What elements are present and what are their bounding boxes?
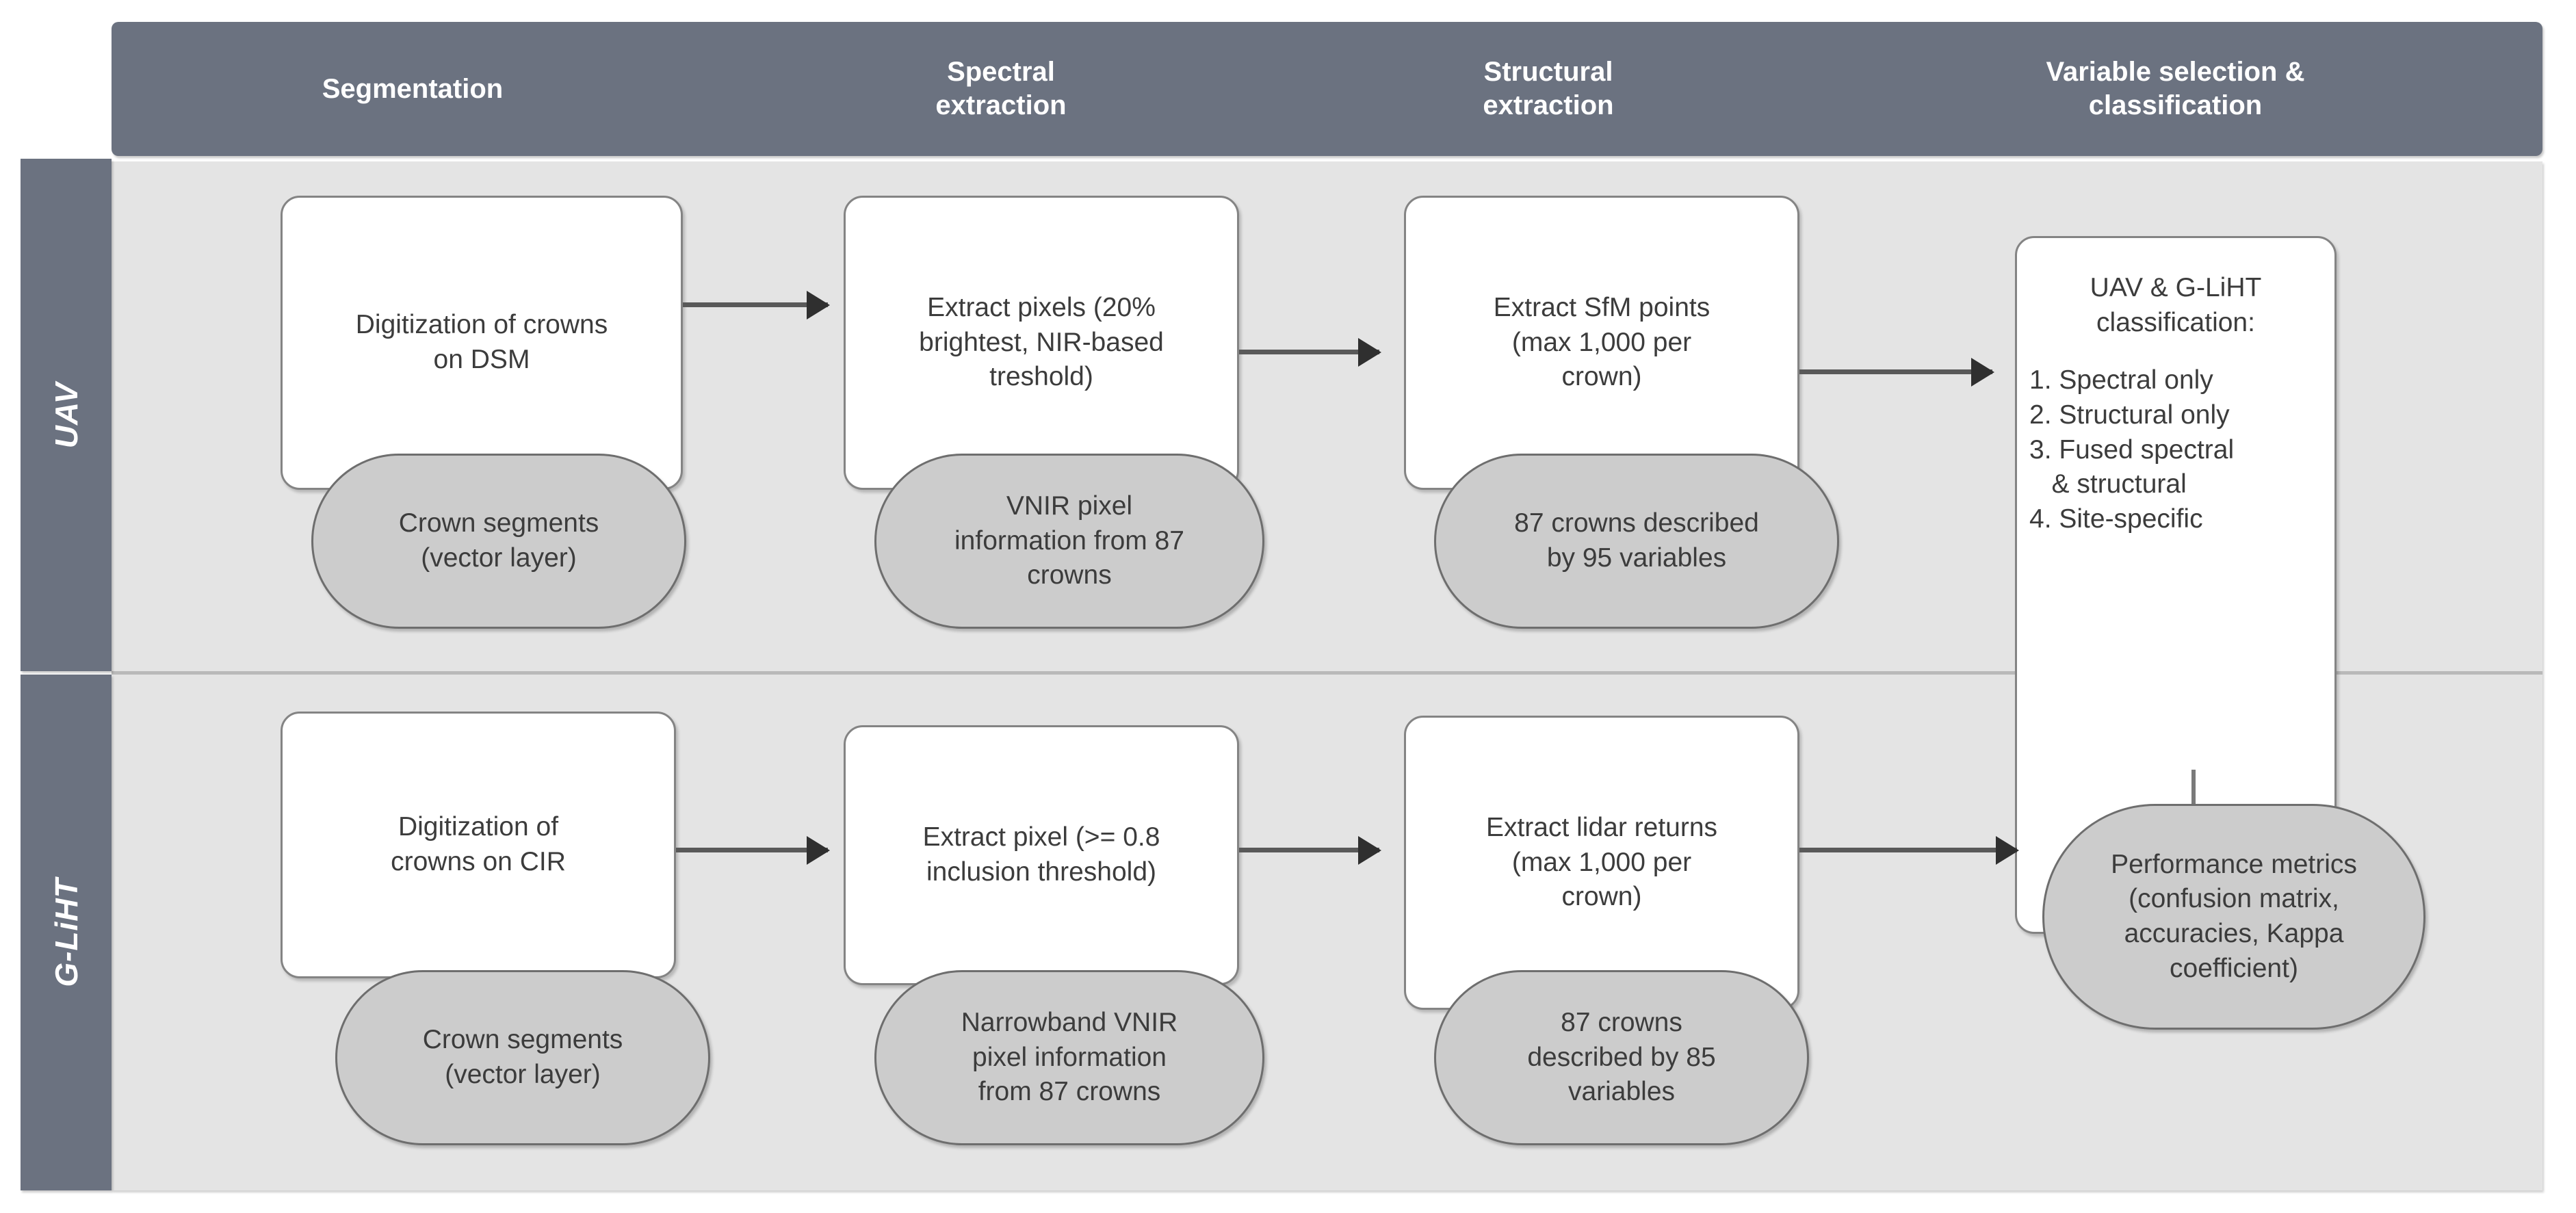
glht-arrow-spectral-to-structural [1239, 835, 1381, 865]
row-label-glht-text: G-LiHT [48, 878, 84, 987]
glht-arrow-segmentation-to-spectral [676, 835, 830, 865]
header-column-variable-selection-classification: Variable selection &classification [2046, 57, 2305, 120]
uav-arrow-spectral-to-structural [1239, 337, 1381, 367]
row-label-glht: G-LiHT [21, 675, 112, 1190]
row-label-uav-text: UAV [48, 382, 84, 448]
classification-output-pill[interactable]: Performance metrics(confusion matrix,acc… [2042, 804, 2425, 1030]
row-divider [112, 671, 2542, 675]
header-column-segmentation: Segmentation [322, 73, 504, 104]
classification-list: 1. Spectral only 2. Structural only 3. F… [2029, 363, 2322, 536]
arrowhead-icon [807, 835, 830, 865]
uav-arrow-structural-to-classification [1799, 357, 1994, 387]
classification-to-performance-connector [2191, 770, 2196, 811]
arrowhead-icon [1358, 337, 1381, 367]
classification-item-1: 1. Spectral only [2029, 365, 2213, 395]
row-label-uav: UAV [21, 159, 112, 671]
arrowhead-icon [1358, 835, 1381, 865]
uav-arrow-segmentation-to-spectral [683, 290, 830, 319]
arrowhead-icon [807, 290, 830, 319]
classification-item-3: 3. Fused spectral [2029, 434, 2235, 465]
arrowhead-icon [1996, 835, 2019, 865]
arrowhead-icon [1971, 357, 1994, 387]
uav-segmentation-output-pill[interactable]: Crown segments(vector layer) [311, 454, 686, 629]
classification-item-4: 4. Site-specific [2029, 504, 2203, 534]
glht-segmentation-output-pill[interactable]: Crown segments(vector layer) [335, 970, 710, 1145]
glht-arrow-structural-to-classification [1799, 835, 2019, 865]
classification-item-2: 2. Structural only [2029, 400, 2230, 430]
classification-item-3-cont: & structural [2029, 469, 2187, 499]
